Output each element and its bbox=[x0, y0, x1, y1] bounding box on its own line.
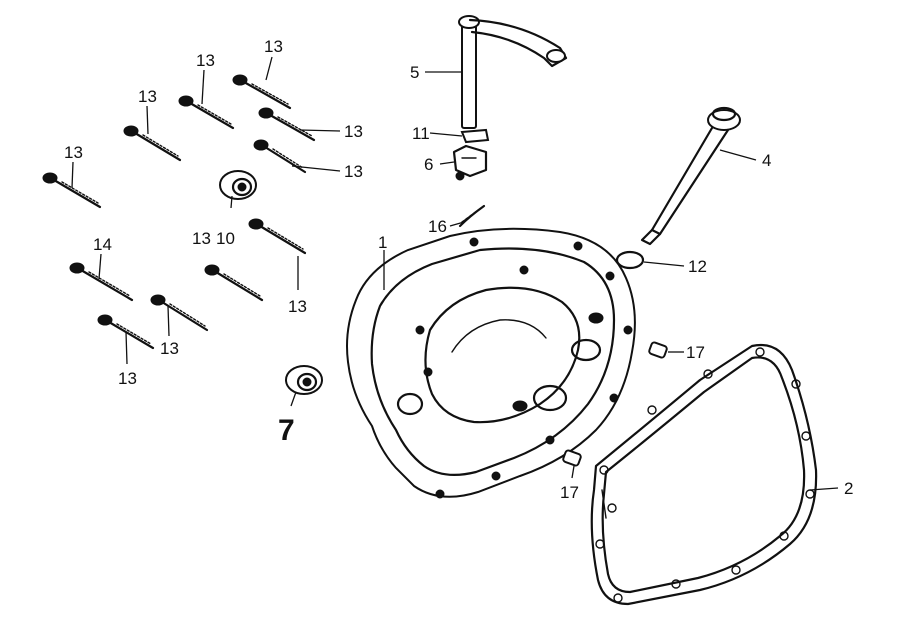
label-13-a: 13 bbox=[264, 37, 283, 56]
label-6: 6 bbox=[424, 155, 433, 174]
label-1: 1 bbox=[378, 233, 387, 252]
dowel-upper-17 bbox=[648, 341, 668, 359]
label-13-d: 13 bbox=[344, 122, 363, 141]
label-13-j: 13 bbox=[118, 369, 137, 388]
shaft-lever-5 bbox=[458, 15, 568, 129]
oring-12 bbox=[615, 250, 645, 270]
bolt-upper-right-2 bbox=[258, 107, 316, 142]
bolt-far-left bbox=[42, 172, 102, 209]
bolt-mid-right bbox=[253, 139, 307, 174]
gasket-2 bbox=[590, 343, 818, 606]
dowel-lower-17 bbox=[562, 449, 582, 467]
clip-6 bbox=[452, 144, 488, 181]
label-17-upper: 17 bbox=[686, 343, 705, 362]
bolt-lower-left bbox=[97, 314, 155, 350]
label-11: 11 bbox=[412, 124, 430, 143]
bolt-top-right bbox=[232, 74, 292, 110]
label-5: 5 bbox=[410, 63, 419, 82]
label-13-b: 13 bbox=[196, 51, 215, 70]
label-2: 2 bbox=[844, 479, 853, 498]
leader-lines bbox=[71, 56, 839, 491]
label-14: 14 bbox=[93, 235, 112, 254]
label-13-f: 13 bbox=[64, 143, 83, 162]
bolt-lower-middle bbox=[150, 294, 209, 332]
bolt-14-long bbox=[69, 262, 134, 302]
crankcase-cover-1 bbox=[346, 227, 636, 499]
label-13-h: 13 bbox=[288, 297, 307, 316]
label-12: 12 bbox=[688, 257, 707, 276]
label-13-c: 13 bbox=[138, 87, 157, 106]
spring-16 bbox=[458, 204, 486, 228]
label-7: 7 bbox=[278, 414, 295, 447]
washer-11 bbox=[460, 128, 490, 144]
label-13-i: 13 bbox=[160, 339, 179, 358]
label-13-g: 13 bbox=[192, 229, 211, 248]
label-10: 10 bbox=[216, 229, 235, 248]
label-13-e: 13 bbox=[344, 162, 363, 181]
label-17-lower: 17 bbox=[560, 483, 579, 502]
bolt-center bbox=[204, 264, 264, 302]
bolt-upper-left bbox=[123, 125, 182, 162]
dipstick-4 bbox=[640, 106, 741, 246]
labels: 13 13 13 13 13 13 13 10 14 13 13 13 7 5 … bbox=[64, 37, 853, 502]
bolt-center-right bbox=[248, 218, 307, 255]
label-4: 4 bbox=[762, 151, 771, 170]
bolt-group bbox=[42, 74, 316, 350]
label-16: 16 bbox=[428, 217, 447, 236]
oil-seal-7 bbox=[285, 365, 323, 395]
bolt-top-middle bbox=[178, 95, 235, 130]
oil-seal-10 bbox=[219, 170, 257, 200]
